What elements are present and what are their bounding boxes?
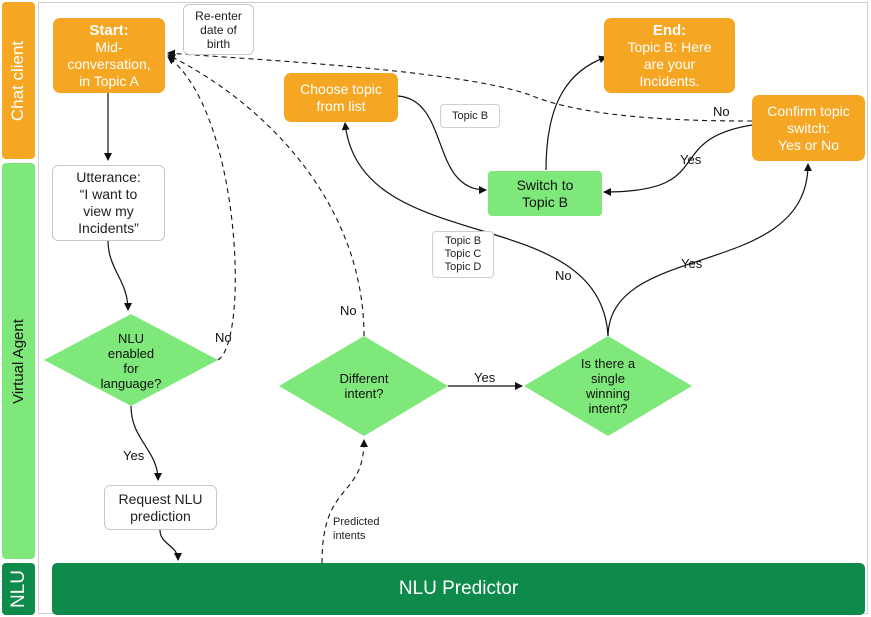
switch-topic-node: Switch to Topic B — [488, 171, 602, 216]
predicted-line1: Predicted — [333, 516, 380, 528]
switch-line2: Topic B — [522, 193, 568, 210]
edge-label-winning-no: No — [555, 268, 572, 283]
lane-virtual-agent: Virtual Agent — [2, 163, 35, 559]
edge-label-nlu-no: No — [215, 330, 232, 345]
predicted-line2: intents — [333, 530, 366, 542]
different-intent-text: Different intent? — [314, 370, 414, 402]
predicted-intents-label: Predicted intents — [333, 515, 379, 543]
nlu-enabled-line1: NLU — [117, 331, 144, 346]
nlu-enabled-line2: enabled — [107, 346, 155, 361]
edge-label-different-no: No — [340, 303, 357, 318]
edge-winning-no-choose — [341, 122, 609, 337]
reenter-line3: birth — [206, 36, 231, 51]
edge-nlu-no-start — [167, 56, 236, 361]
start-line3: in Topic A — [79, 72, 139, 89]
nlu-predictor-label: NLU Predictor — [398, 578, 519, 599]
winning-line1: Is there a — [580, 356, 636, 371]
diamond-different-intent — [279, 336, 448, 436]
different-line1: Different — [339, 371, 389, 386]
topics-list-label: Topic B Topic C Topic D — [432, 231, 494, 278]
lane-nlu: NLU — [2, 563, 35, 615]
reenter-dob-box: Re-enter date of birth — [183, 4, 254, 55]
different-line2: intent? — [344, 386, 384, 401]
single-winning-text: Is there a single winning intent? — [558, 355, 658, 417]
nlu-enabled-line3: for — [123, 361, 139, 376]
request-line1: Request NLU — [118, 490, 203, 507]
start-node: Start: Mid- conversation, in Topic A — [53, 18, 165, 93]
lane-chat-client: Chat client — [2, 2, 35, 159]
topic-b-text: Topic B — [451, 109, 489, 122]
topics-list-line1: Topic B — [444, 235, 482, 247]
utterance-line3: view my — [83, 203, 134, 219]
edge-confirm-no-start — [167, 49, 753, 122]
start-line2: conversation, — [67, 55, 151, 72]
reenter-line2: date of — [200, 22, 237, 37]
winning-line3: winning — [585, 386, 631, 401]
end-node: End: Topic B: Here are your Incidents. — [604, 18, 735, 93]
request-nlu-box: Request NLU prediction — [104, 485, 217, 530]
edge-winning-yes-confirm — [607, 163, 812, 337]
nlu-enabled-text: NLU enabled for language? — [76, 330, 186, 392]
edge-label-winning-yes: Yes — [681, 256, 703, 271]
switch-line1: Switch to — [516, 176, 574, 193]
diamond-nlu-enabled — [44, 314, 218, 406]
diamond-single-winning — [524, 336, 692, 436]
utterance-line4: Incidents” — [78, 220, 139, 236]
start-title: Start: — [89, 21, 129, 39]
end-title: End: — [652, 21, 687, 39]
request-line2: prediction — [130, 507, 191, 524]
edge-switch-end — [545, 55, 607, 171]
utterance-line1: Utterance: — [76, 169, 141, 185]
start-line1: Mid- — [95, 38, 123, 55]
topics-list-line2: Topic C — [444, 248, 482, 260]
edge-label-confirm-yes: Yes — [680, 152, 702, 167]
edge-predictor-different — [321, 439, 368, 564]
choose-topic-node: Choose topic from list — [284, 73, 398, 122]
utterance-line2: “I want to — [79, 186, 138, 202]
edge-choose-switch — [397, 95, 487, 194]
confirm-line3: Yes or No — [778, 136, 839, 153]
topics-list-line3: Topic D — [444, 261, 482, 273]
edge-utterance-nlu — [107, 239, 132, 311]
confirm-switch-node: Confirm topic switch: Yes or No — [752, 95, 865, 161]
edge-label-nlu-yes: Yes — [123, 448, 145, 463]
edge-confirm-yes-switch — [603, 124, 753, 196]
edge-label-different-yes: Yes — [474, 370, 496, 385]
nlu-predictor-bar: NLU Predictor — [52, 563, 865, 615]
edge-nlu-yes-request — [130, 405, 162, 481]
confirm-line2: switch: — [787, 119, 830, 136]
reenter-line1: Re-enter — [195, 8, 242, 23]
edge-label-confirm-no: No — [713, 104, 730, 119]
edge-request-predictor — [159, 529, 182, 561]
utterance-box: Utterance: “I want to view my Incidents” — [52, 165, 165, 241]
winning-line4: intent? — [588, 401, 628, 416]
nlu-enabled-line4: language? — [100, 376, 162, 391]
choose-topic-line1: Choose topic — [300, 80, 382, 97]
end-line1: Topic B: Here — [627, 38, 712, 55]
end-line2: are your — [643, 55, 696, 72]
choose-topic-line2: from list — [316, 97, 366, 114]
topic-b-label: Topic B — [440, 104, 500, 128]
confirm-line1: Confirm topic — [767, 102, 850, 119]
winning-line2: single — [591, 371, 625, 386]
end-line3: Incidents. — [639, 72, 700, 89]
edge-different-no-start — [167, 54, 365, 337]
